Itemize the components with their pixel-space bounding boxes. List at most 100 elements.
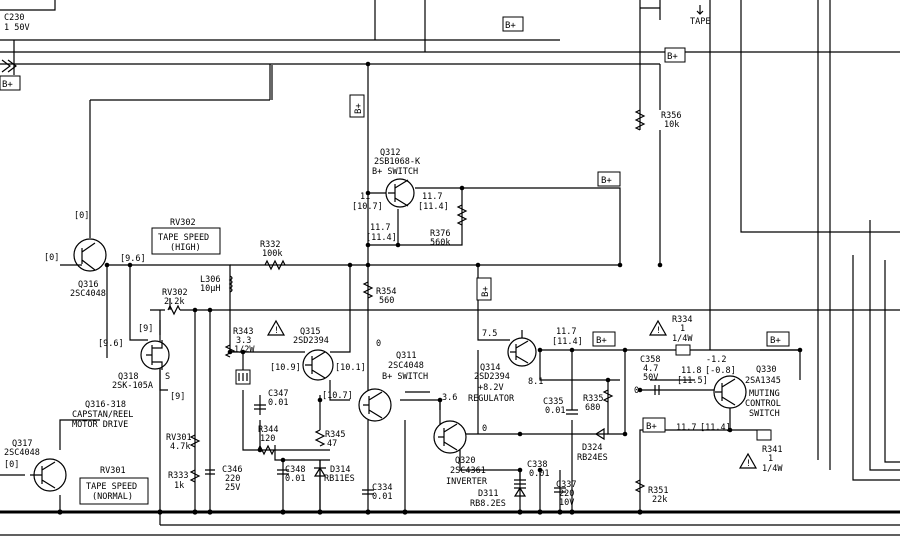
q318-label: Q318 <box>118 372 138 382</box>
r335-val-label: 680 <box>585 403 600 413</box>
capacitor-symbols <box>205 385 660 495</box>
bplus-label: B+ <box>2 80 13 90</box>
c334-label: C334 <box>372 483 392 493</box>
r354-val-label: 560 <box>379 296 394 306</box>
c337-val1-label: 220 <box>559 489 574 499</box>
r334-label: R334 <box>672 315 692 325</box>
q312-v114a-label: [11.4] <box>418 202 449 212</box>
c347-label: C347 <box>268 389 288 399</box>
q315-v109-label: [10.9] <box>270 363 301 373</box>
warning-icon <box>266 319 286 336</box>
q317-label: Q317 <box>12 439 32 449</box>
r351-val-label: 22k <box>652 495 667 505</box>
bplus-markers <box>0 16 790 433</box>
q330-transistor-symbol <box>713 375 747 409</box>
l306-label: L306 <box>200 275 220 285</box>
c346-val2-label: 25V <box>225 483 240 493</box>
d314-part-label: RB11ES <box>324 474 355 484</box>
rv302-label: RV302 <box>162 288 188 298</box>
q312-part-label: 2SB1068-K <box>374 157 421 167</box>
q316-v96-label: [9.6] <box>120 254 146 264</box>
q330-label: Q330 <box>756 365 776 375</box>
q320-v0-label: 0 <box>482 424 487 434</box>
r334-val1-label: 1 <box>680 324 685 334</box>
v114-label: [11.4] <box>552 337 583 347</box>
tape-speed-high-2-label: (HIGH) <box>170 243 201 253</box>
r341-label: R341 <box>762 445 782 455</box>
c335-label: C335 <box>543 397 563 407</box>
q312-v117b-label: 11.7 <box>370 223 390 233</box>
svg-text:!: ! <box>746 459 751 469</box>
q312-v114b-label: [11.4] <box>366 233 397 243</box>
q316-v0-label: [0] <box>74 211 89 221</box>
c358-label: C358 <box>640 355 660 365</box>
tape-speed-normal-2-label: (NORMAL) <box>92 492 133 502</box>
d314-label: D314 <box>330 465 350 475</box>
bplus-label: B+ <box>770 336 781 346</box>
rv302-val-label: 2.2k <box>164 297 184 307</box>
rv302-box1-label: RV302 <box>170 218 196 228</box>
q312-v11-label: 11 <box>360 192 370 202</box>
bplus-label-vertical-1: B+ <box>354 103 364 114</box>
q311-label: Q311 <box>396 351 416 361</box>
bplus-label: B+ <box>646 422 657 432</box>
c335-val-label: 0.01 <box>545 406 565 416</box>
c358-v0-label: 0 <box>634 386 639 396</box>
q314-transistor-symbol <box>507 337 537 367</box>
r341-val2-label: 1/4W <box>762 464 783 474</box>
q315-v107-label: [10.7] <box>322 391 353 401</box>
q330-func2-label: CONTROL <box>745 399 781 409</box>
r351-label: R351 <box>648 486 668 496</box>
q312-v117a-label: 11.7 <box>422 192 442 202</box>
q311-part-label: 2SC4048 <box>388 361 424 371</box>
q317-part-label: 2SC4048 <box>4 448 40 458</box>
rv301-tape-speed-normal-box <box>79 477 149 505</box>
c347-val-label: 0.01 <box>268 398 288 408</box>
q314-v81-label: 8.1 <box>528 377 543 387</box>
r343-val1-label: 3.3 <box>236 336 251 346</box>
wires <box>0 0 900 536</box>
r344-label: R344 <box>258 425 278 435</box>
r354-label: R354 <box>376 287 396 297</box>
component-labels: C230 1 50V TAPE R356 10k Q312 2SB1068-K … <box>2 5 783 509</box>
bplus-label: B+ <box>667 52 678 62</box>
warning-icon <box>648 319 668 336</box>
c338-label: C338 <box>527 460 547 470</box>
r343-val2-label: 1/2W <box>234 345 255 355</box>
q315-transistor-symbol <box>302 349 334 381</box>
v114b-label: [11.4] <box>700 423 731 433</box>
c358-val1-label: 4.7 <box>643 364 658 374</box>
resistor-symbols <box>167 109 646 493</box>
d324-part-label: RB24ES <box>577 453 608 463</box>
q316-transistor-symbol <box>73 238 107 272</box>
q311-v0-label: 0 <box>376 339 381 349</box>
tape-speed-normal-1-label: TAPE SPEED <box>86 482 137 492</box>
d311-label: D311 <box>478 489 498 499</box>
c346-label: C346 <box>222 465 242 475</box>
q330-func1-label: MUTING <box>749 389 780 399</box>
r334-val2-label: 1/4W <box>672 334 693 344</box>
q311-func-label: B+ SWITCH <box>382 372 428 382</box>
rv301-label: RV301 <box>166 433 192 443</box>
c348-val-label: 0.01 <box>285 474 305 484</box>
q330-func3-label: SWITCH <box>749 409 780 419</box>
r332-val-label: 100k <box>262 249 282 259</box>
v117b-label: 11.7 <box>676 423 696 433</box>
svg-text:!: ! <box>274 326 279 336</box>
q316-label: Q316 <box>78 280 98 290</box>
q315-part-label: 2SD2394 <box>293 336 329 346</box>
q330-v118-label: 11.8 <box>681 366 701 376</box>
bplus-label: B+ <box>601 176 612 186</box>
c346-val1-label: 220 <box>225 474 240 484</box>
q330-vm08-label: [-0.8] <box>705 366 736 376</box>
svg-text:!: ! <box>656 326 661 336</box>
motor-3-label: MOTOR DRIVE <box>72 420 128 430</box>
c337-label: C337 <box>556 480 576 490</box>
bplus-label: B+ <box>596 336 607 346</box>
tape-speed-high-1-label: TAPE SPEED <box>158 233 209 243</box>
q317-transistor-symbol <box>30 458 67 492</box>
q330-v115-label: [11.5] <box>677 376 708 386</box>
c334-val-label: 0.01 <box>372 492 392 502</box>
